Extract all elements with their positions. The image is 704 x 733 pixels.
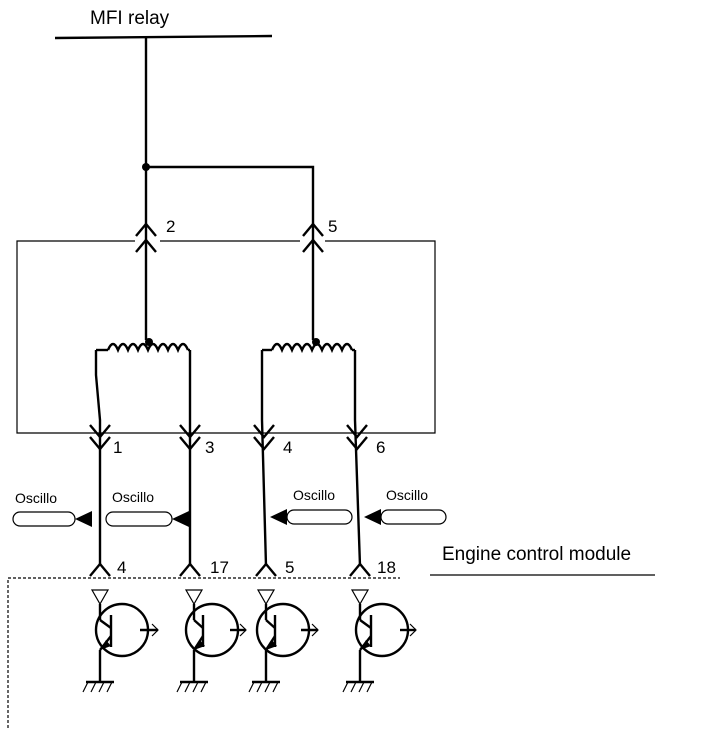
wire-pin-6 — [353, 350, 362, 567]
feed-wire-branch — [146, 165, 315, 224]
wire-pin-1 — [94, 350, 102, 566]
pin-label-2: 2 — [166, 217, 175, 236]
connector-pin-1 — [89, 424, 111, 451]
coil-b-tap — [312, 338, 320, 346]
connector-pin-5 — [302, 222, 324, 340]
ecm-pin-label-17: 17 — [210, 558, 229, 577]
driver-transistor-3 — [248, 589, 319, 693]
oscillo-probe-1: Oscillo — [12, 490, 92, 527]
ecm-pin-17-mark — [179, 562, 201, 577]
pin-label-6: 6 — [376, 438, 385, 457]
pin-label-5: 5 — [328, 217, 337, 236]
ecm-label: Engine control module — [442, 544, 631, 565]
svg-text:Oscillo: Oscillo — [15, 490, 57, 506]
ignition-coil-b — [262, 342, 355, 354]
svg-text:Oscillo: Oscillo — [386, 487, 428, 503]
connector-pin-6 — [346, 424, 368, 451]
ecm-pin-label-4: 4 — [117, 558, 126, 577]
ecm-pin-4-mark — [89, 562, 111, 577]
driver-transistor-4 — [342, 589, 417, 693]
ecm-pin-18-mark — [349, 562, 371, 577]
connector-pin-3 — [179, 424, 201, 451]
pin-label-4: 4 — [283, 438, 292, 457]
svg-text:Oscillo: Oscillo — [293, 487, 335, 503]
relay-label: MFI relay — [90, 8, 170, 29]
coil-a-tap — [145, 338, 153, 346]
oscillo-probe-4: Oscillo — [364, 487, 447, 525]
oscillo-probe-2: Oscillo — [105, 489, 189, 527]
relay-bus-line — [54, 34, 273, 40]
driver-transistor-2 — [176, 589, 247, 693]
driver-transistor-1 — [82, 589, 159, 693]
connector-pin-2 — [135, 222, 157, 340]
connector-pin-4 — [253, 424, 275, 451]
junction-dot — [142, 163, 150, 171]
pin-label-3: 3 — [205, 438, 214, 457]
ignition-coil-a — [96, 342, 190, 354]
wire-pin-4 — [260, 350, 268, 567]
ecm-pin-5-mark — [255, 562, 277, 577]
ecm-boundary — [7, 577, 400, 728]
connector-box — [16, 240, 436, 434]
pin-label-1: 1 — [113, 438, 122, 457]
svg-text:Oscillo: Oscillo — [112, 489, 154, 505]
oscillo-probe-3: Oscillo — [270, 487, 353, 525]
ecm-pin-label-5: 5 — [285, 558, 294, 577]
ecm-pin-label-18: 18 — [377, 558, 396, 577]
